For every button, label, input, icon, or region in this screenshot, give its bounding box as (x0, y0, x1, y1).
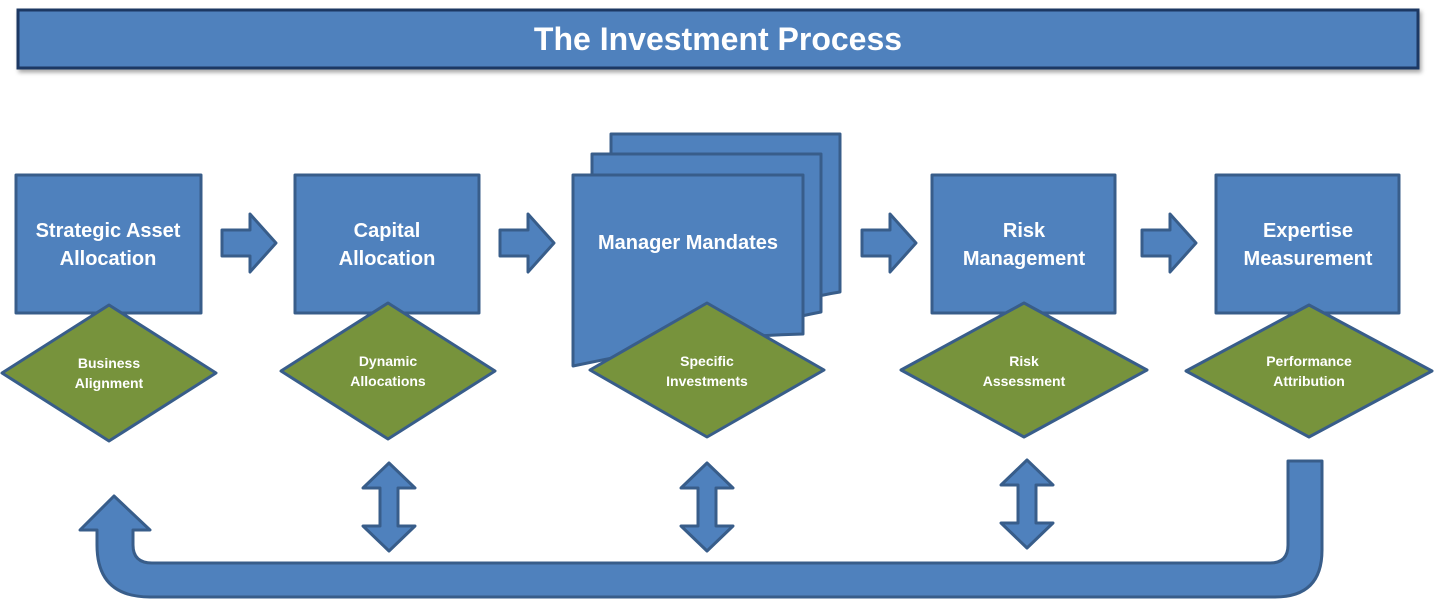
step-label-line: Expertise (1263, 220, 1353, 242)
title-banner: The Investment Process (16, 8, 1420, 70)
feedback-loop-arrow (78, 459, 1324, 599)
right-arrow-2 (498, 212, 556, 274)
double-arrow-capital (361, 461, 417, 553)
double-arrow-mandates (679, 461, 735, 553)
diamond-business-alignment (0, 303, 218, 443)
step-label-line: Capital (354, 220, 421, 242)
diamond-label-line: Alignment (75, 375, 144, 391)
step-label-line: Measurement (1244, 248, 1373, 270)
step-label-line: Strategic Asset (36, 220, 181, 242)
diamond-label-line: Business (78, 355, 140, 371)
step-label-line: Allocation (339, 248, 436, 270)
step-label-line: Allocation (60, 248, 157, 270)
step-label-line: Manager Mandates (598, 232, 778, 254)
step-risk-management: Risk Management Risk Assessment (899, 173, 1149, 439)
step-capital-allocation: Capital Allocation Dynamic Allocations (279, 173, 497, 441)
right-arrow-3 (860, 212, 918, 274)
diamond-performance-attribution (1184, 303, 1434, 439)
diamond-specific-investments (588, 301, 826, 439)
diamond-label-line: Dynamic (359, 353, 418, 369)
step-expertise-measurement: Expertise Measurement Performance Attrib… (1184, 173, 1434, 439)
diamond-label-line: Allocations (350, 373, 426, 389)
diamond-label-line: Investments (666, 373, 748, 389)
page-title: The Investment Process (534, 21, 902, 57)
step-strategic-asset-allocation: Strategic Asset Allocation Business Alig… (0, 173, 218, 443)
step-label-line: Risk (1003, 220, 1046, 242)
diamond-label-line: Specific (680, 353, 734, 369)
diamond-label-line: Attribution (1273, 373, 1345, 389)
step-label-line: Management (963, 248, 1086, 270)
diamond-dynamic-allocations (279, 301, 497, 441)
right-arrow-4 (1140, 212, 1198, 274)
diamond-label-line: Performance (1266, 353, 1352, 369)
step-manager-mandates: Manager Mandates Specific Investments (571, 132, 842, 439)
diamond-risk-assessment (899, 301, 1149, 439)
diamond-label-line: Risk (1009, 353, 1039, 369)
double-arrow-risk (999, 458, 1055, 550)
diamond-label-line: Assessment (983, 373, 1066, 389)
right-arrow-1 (220, 212, 278, 274)
